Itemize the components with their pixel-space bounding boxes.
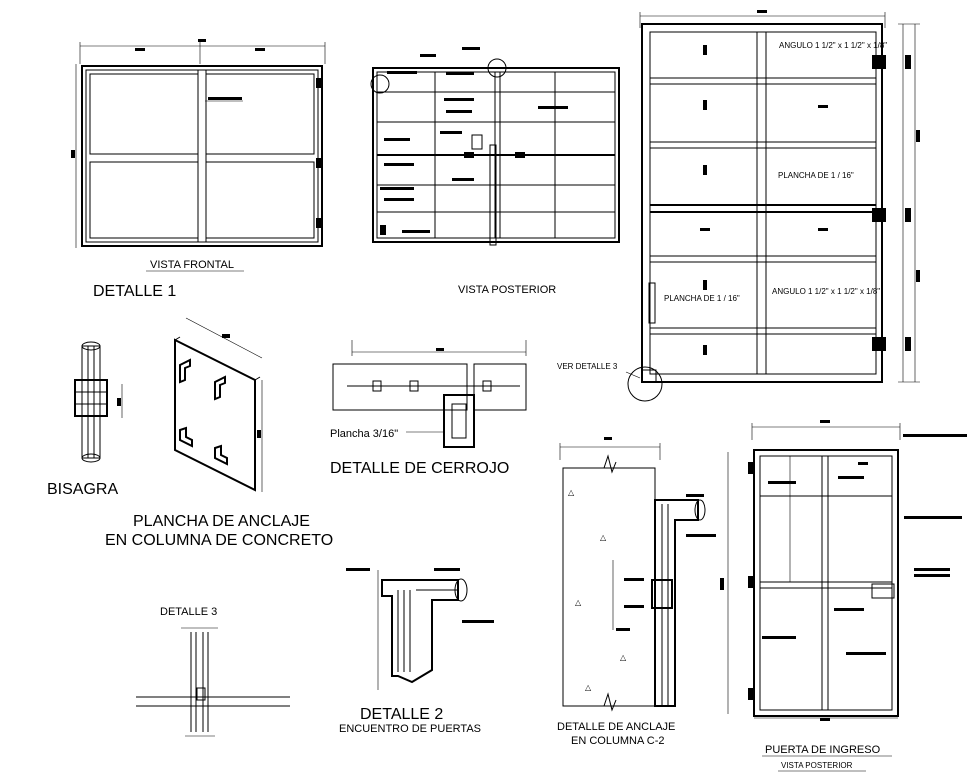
bisagra-title: BISAGRA [47, 481, 118, 498]
ver-detalle-3-label: VER DETALLE 3 [557, 362, 618, 371]
vista-posterior-bottom-label: VISTA POSTERIOR [781, 761, 853, 770]
detalle-2-title: DETALLE 2 [360, 706, 443, 723]
plancha-316-label: Plancha 3/16" [330, 428, 398, 440]
vista-posterior-label: VISTA POSTERIOR [458, 284, 556, 296]
angulo-label-top: ANGULO 1 1/2" x 1 1/2" x 1/8" [779, 41, 887, 50]
encuentro-label: ENCUENTRO DE PUERTAS [339, 723, 481, 735]
main-door-elevation: ANGULO 1 1/2" x 1 1/2" x 1/8" PLANCHA DE… [557, 10, 920, 402]
plancha-label-2: PLANCHA DE 1 / 16" [664, 294, 740, 303]
cerrojo-title: DETALLE DE CERROJO [330, 460, 509, 477]
entrance-door: PUERTA DE INGRESO VISTA POSTERIOR [720, 420, 967, 772]
latch-detail: Plancha 3/16" DETALLE DE CERROJO [330, 340, 527, 477]
puerta-ingreso-title: PUERTA DE INGRESO [765, 744, 881, 756]
concrete-mark: △ [575, 598, 582, 607]
concrete-mark: △ [600, 533, 607, 542]
detalle-3-title: DETALLE 3 [160, 606, 217, 618]
anclaje-title-2: EN COLUMNA DE CONCRETO [105, 532, 333, 549]
anclaje-c2-title-1: DETALLE DE ANCLAJE [557, 721, 675, 733]
detail-3: DETALLE 3 [136, 606, 290, 737]
vista-frontal-label: VISTA FRONTAL [150, 259, 234, 271]
concrete-mark: △ [568, 488, 575, 497]
concrete-mark: △ [585, 683, 592, 692]
front-view-gate: VISTA FRONTAL DETALLE 1 [71, 39, 326, 300]
concrete-mark: △ [620, 653, 627, 662]
anclaje-title-1: PLANCHA DE ANCLAJE [133, 513, 310, 530]
anchor-plate-detail: PLANCHA DE ANCLAJE EN COLUMNA DE CONCRET… [105, 317, 333, 549]
angulo-label-mid: ANGULO 1 1/2" x 1 1/2" x 1/8" [772, 287, 880, 296]
detalle-1-title: DETALLE 1 [93, 283, 176, 300]
anclaje-c2-title-2: EN COLUMNA C-2 [571, 735, 665, 747]
rear-view-gate: VISTA POSTERIOR [370, 47, 620, 296]
column-anchor-detail: △ △ △ △ △ DETALLE DE ANCLAJE EN COLUMNA … [557, 437, 716, 747]
detail-2: DETALLE 2 ENCUENTRO DE PUERTAS [339, 568, 494, 735]
plancha-label-1: PLANCHA DE 1 / 16" [778, 171, 854, 180]
hinge-detail: BISAGRA [47, 341, 123, 498]
